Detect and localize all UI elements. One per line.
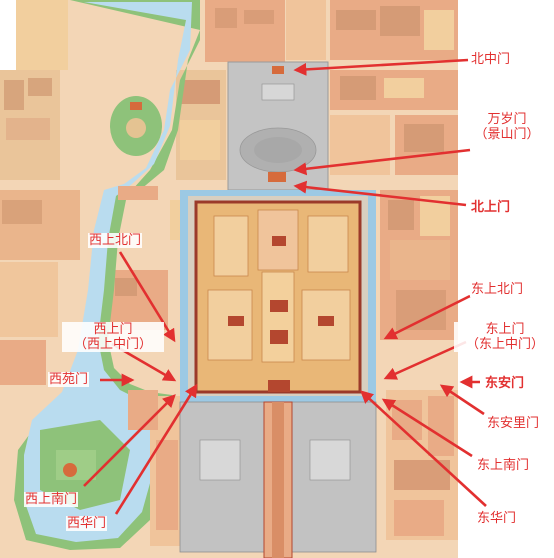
arrow-wansuimen <box>293 148 471 176</box>
label-xishangmen: 西上门 （西上中门） <box>62 322 164 352</box>
jingshan-park <box>227 61 329 191</box>
label-donganlimen: 东安里门 <box>486 416 541 431</box>
city-blocks-north <box>176 0 458 180</box>
label-dongshangbeimen: 东上北门 <box>470 282 525 297</box>
label-wansuimen-line1: 万岁门 <box>487 112 527 127</box>
city-blocks-east <box>380 190 458 540</box>
arrow-donganlimen <box>439 384 485 416</box>
city-blocks-west <box>128 390 180 546</box>
label-beizhongmen: 北中门 <box>470 52 512 67</box>
label-xishangmen-line1: 西上门 <box>93 322 133 337</box>
arrow-beizhongmen <box>293 58 469 76</box>
label-wansuimen-line2: （景山门） <box>474 127 540 142</box>
margin-right <box>458 0 554 558</box>
label-donghuamen: 东华门 <box>476 511 518 526</box>
arrow-xishangnanmen <box>83 394 176 487</box>
label-wansuimen: 万岁门 （景山门） <box>466 112 548 142</box>
label-xishangbeimen: 西上北门 <box>88 233 143 248</box>
arrow-xihuamen <box>114 383 198 515</box>
label-dongshangmen: 东上门 （东上中门） <box>454 322 554 352</box>
label-dongshangmen-line1: 东上门 <box>485 322 525 337</box>
label-xihuamen: 西华门 <box>66 516 108 531</box>
margin-left <box>0 0 16 70</box>
label-dongshangmen-line2: （东上中门） <box>465 337 544 352</box>
label-xishangmen-line2: （西上中门） <box>73 337 152 352</box>
south-plazas <box>179 401 377 558</box>
label-dongshangnanmen: 东上南门 <box>476 458 531 473</box>
label-xiyuanmen: 西苑门 <box>48 372 90 387</box>
gate-arrows <box>83 58 487 515</box>
city-blocks-northwest <box>0 0 200 385</box>
arrow-beishangmen <box>293 180 467 207</box>
arrow-dongshangbeimen <box>383 294 471 340</box>
label-donganmen: 东安门 <box>484 376 526 391</box>
arrow-xishangbeimen <box>118 251 176 343</box>
label-xishangnanmen: 西上南门 <box>24 492 79 507</box>
label-beishangmen: 北上门 <box>470 200 512 215</box>
arrow-dongshangnanmen <box>381 398 473 458</box>
forbidden-city <box>194 200 362 394</box>
arrow-dongshangmen <box>383 340 467 380</box>
arrow-donghuamen <box>360 390 487 507</box>
